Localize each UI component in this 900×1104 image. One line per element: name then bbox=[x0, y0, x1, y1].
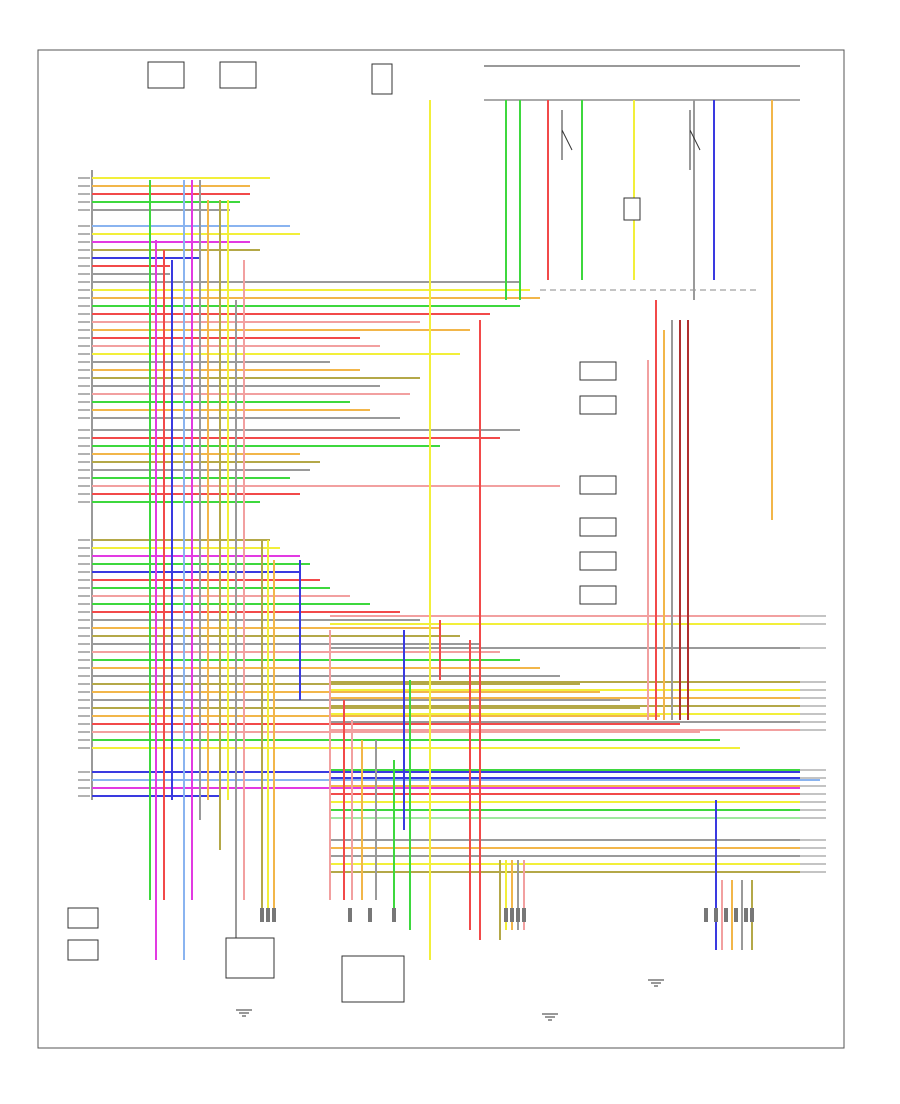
solenoid-symbol bbox=[579, 395, 617, 415]
connector-pin bbox=[272, 908, 276, 922]
connector-pin bbox=[516, 908, 520, 922]
connector-pin bbox=[504, 908, 508, 922]
connector-pin bbox=[392, 908, 396, 922]
connector-pin bbox=[510, 908, 514, 922]
connector-pin bbox=[734, 908, 738, 922]
sensor-symbol bbox=[67, 907, 99, 929]
solenoid-symbol bbox=[579, 517, 617, 537]
connector-pins bbox=[78, 177, 826, 922]
sensor-connector bbox=[147, 61, 185, 89]
solenoid-symbol bbox=[579, 585, 617, 605]
relay-symbol bbox=[371, 63, 393, 95]
sensor-connector bbox=[219, 61, 257, 89]
connector-pin bbox=[522, 908, 526, 922]
outer-border bbox=[37, 49, 845, 1049]
connector-pin bbox=[744, 908, 748, 922]
connector-pin bbox=[750, 908, 754, 922]
sensor-symbol bbox=[67, 939, 99, 961]
solenoid-symbol bbox=[579, 475, 617, 495]
connector-pin bbox=[724, 908, 728, 922]
component-symbols bbox=[67, 61, 701, 1021]
solenoid-symbol bbox=[579, 361, 617, 381]
connector-pin bbox=[348, 908, 352, 922]
switch-contact bbox=[561, 129, 573, 151]
switch-symbol bbox=[623, 197, 641, 221]
module-symbol bbox=[341, 955, 405, 1003]
connector-pin bbox=[368, 908, 372, 922]
connector-pin bbox=[704, 908, 708, 922]
wire-bundle bbox=[92, 100, 820, 960]
connector-pin bbox=[266, 908, 270, 922]
solenoid-symbol bbox=[579, 551, 617, 571]
switch-contact bbox=[689, 129, 701, 151]
connector-pin bbox=[714, 908, 718, 922]
connector-pin bbox=[260, 908, 264, 922]
connector-block bbox=[225, 937, 275, 979]
